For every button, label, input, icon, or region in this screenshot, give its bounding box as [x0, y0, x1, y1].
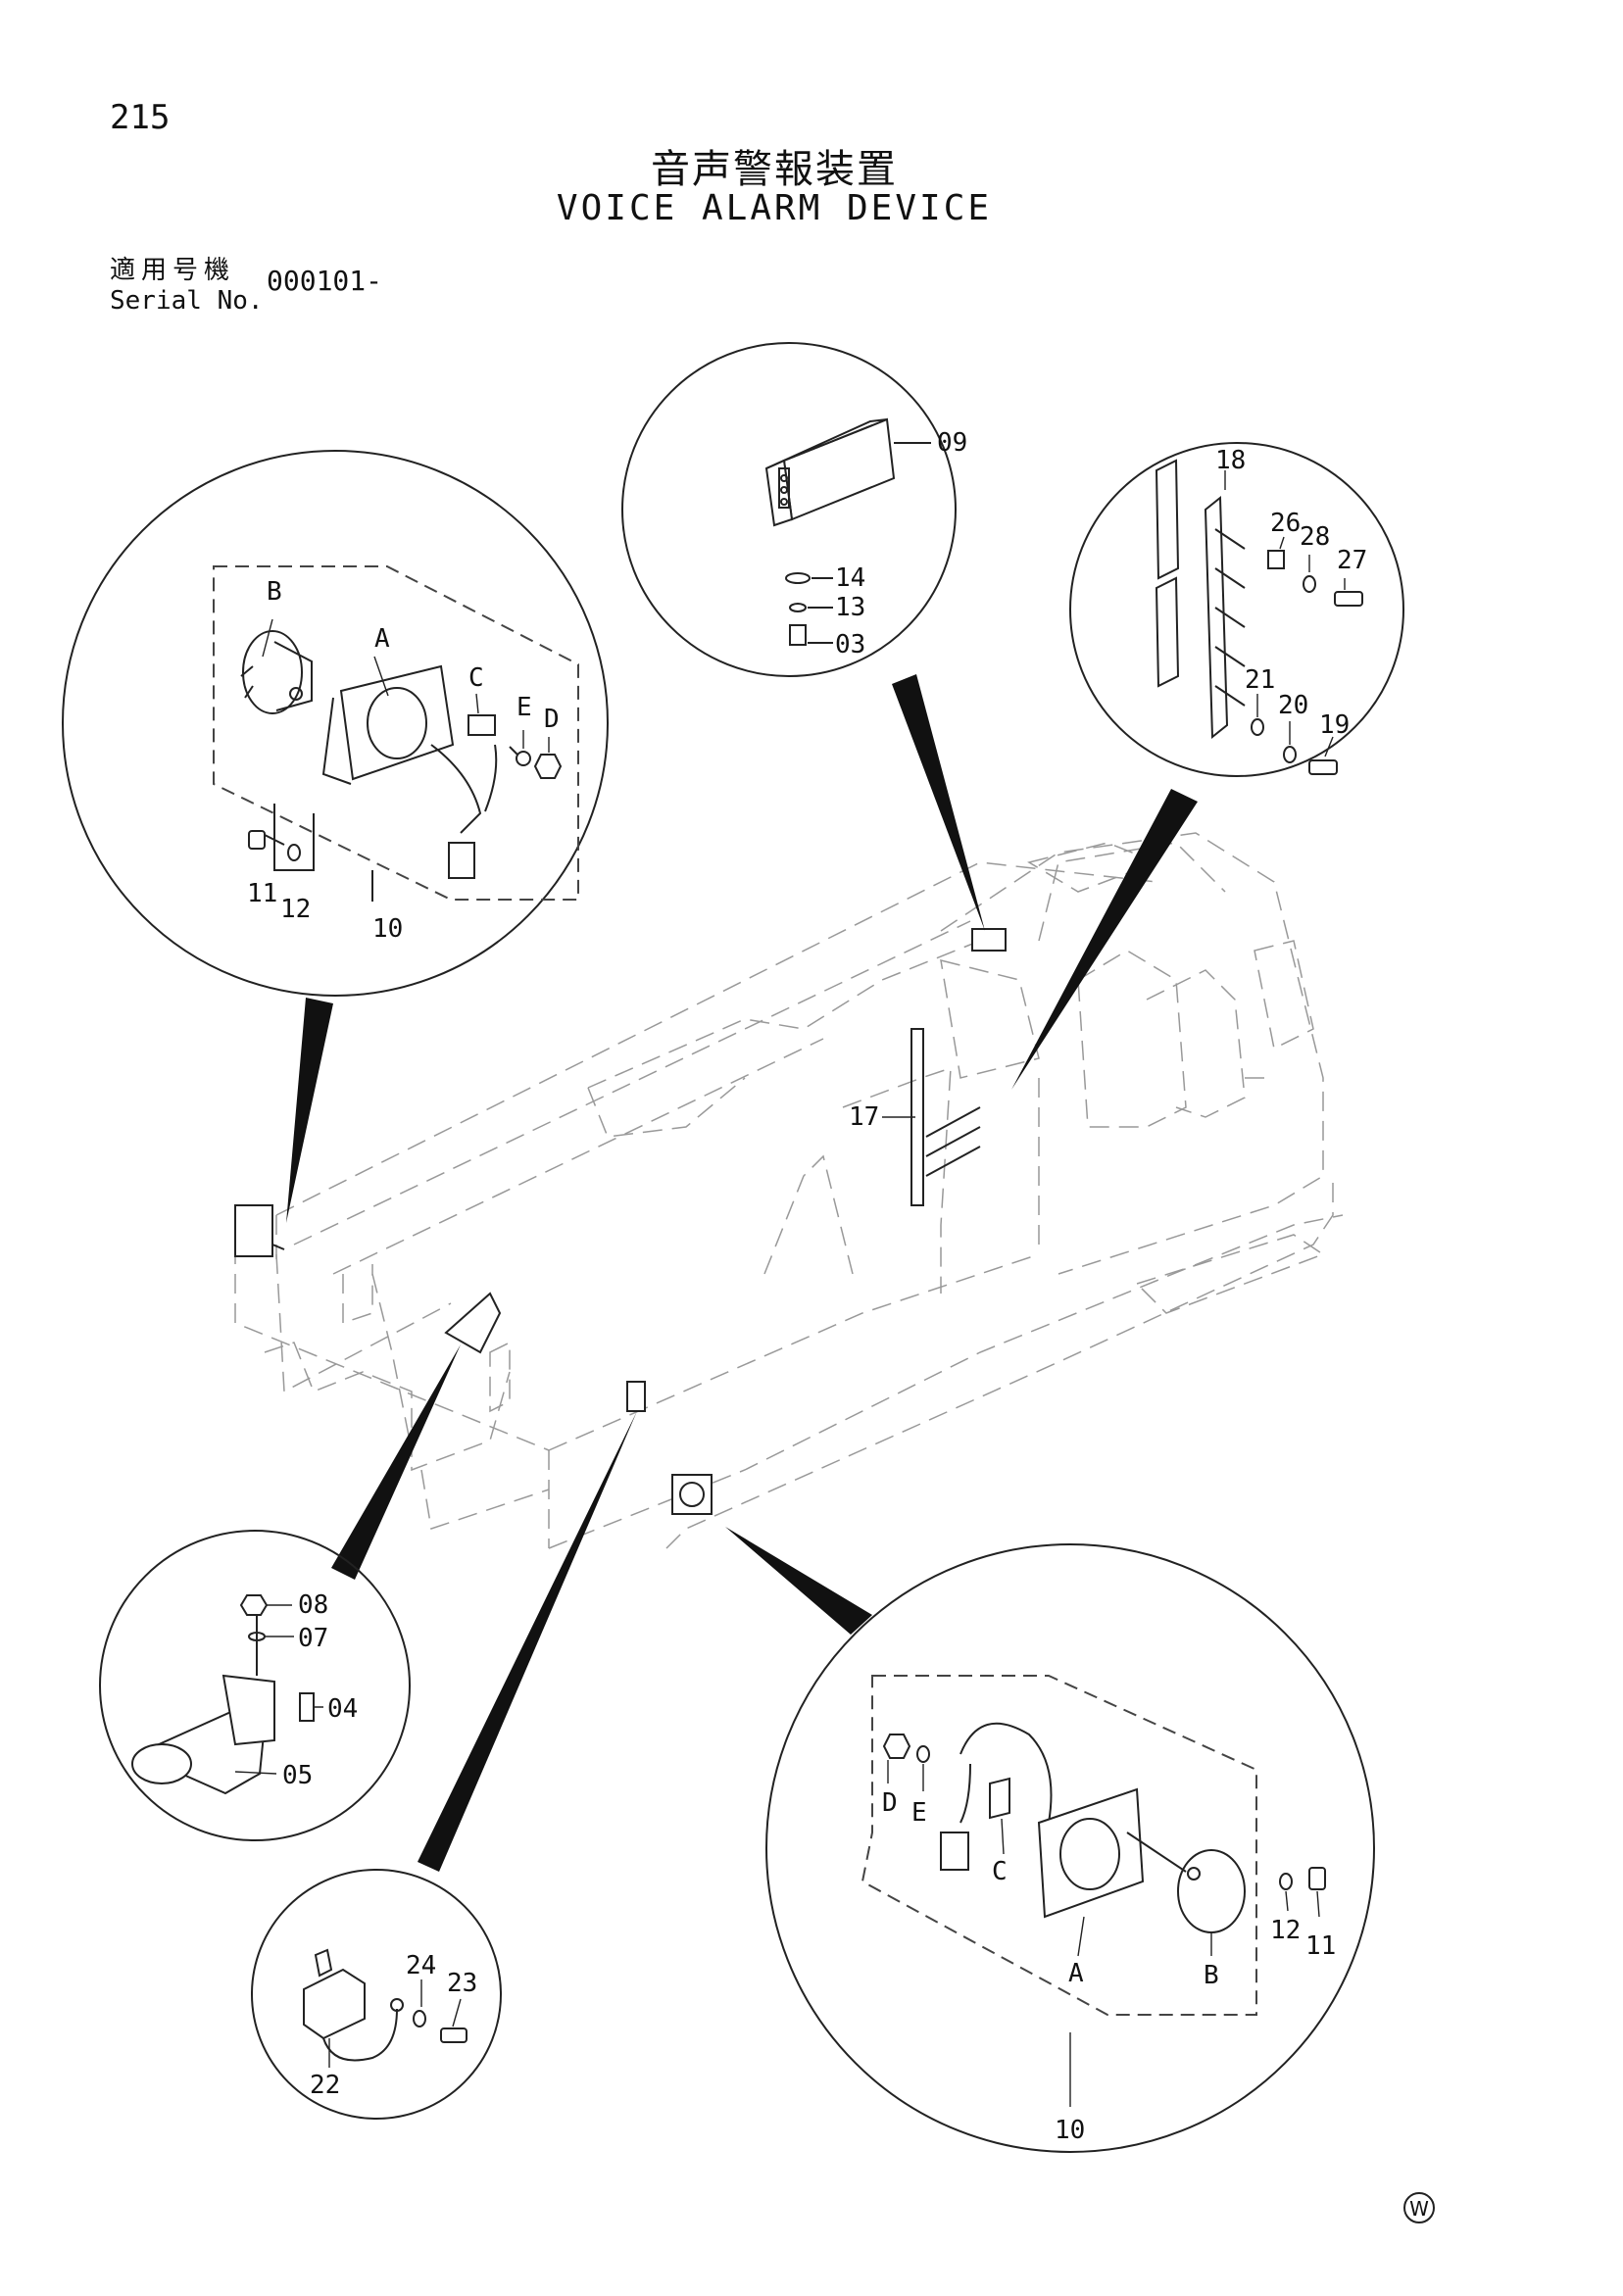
callout-bottom-10: 10 — [1055, 2116, 1085, 2145]
callout-E: E — [516, 693, 532, 722]
callout-12: 12 — [280, 895, 311, 924]
leader-left-circle — [286, 998, 333, 1223]
callout-23: 23 — [447, 1969, 477, 1998]
callout-08: 08 — [298, 1590, 328, 1620]
callout-05: 05 — [282, 1761, 313, 1790]
detail-circle-top-controller: 09 14 13 03 — [621, 342, 967, 677]
speaker-on-machine-right — [671, 1474, 713, 1515]
horn-on-machine — [444, 1292, 502, 1354]
watermark-letter: W — [1409, 2197, 1429, 2221]
callout-03: 03 — [835, 630, 865, 659]
detail-circle-bottom-right-speaker: D E C A B 12 11 10 — [765, 1543, 1375, 2153]
callout-09: 09 — [937, 428, 967, 458]
callout-bottom-11: 11 — [1305, 1931, 1336, 1961]
watermark-icon: W — [1403, 2192, 1435, 2223]
callout-bottom-D: D — [882, 1788, 898, 1818]
leader-bottom-right-circle — [725, 1527, 872, 1635]
serial-label: Serial No. — [110, 286, 264, 316]
callout-04: 04 — [327, 1694, 358, 1724]
callout-10: 10 — [372, 914, 403, 944]
callout-bottom-E: E — [911, 1798, 927, 1828]
callout-21: 21 — [1245, 665, 1275, 695]
callout-28: 28 — [1300, 522, 1330, 552]
relay-on-machine — [626, 1381, 646, 1412]
page-title-japanese: 音声警報装置 — [651, 147, 898, 192]
callout-11: 11 — [247, 879, 277, 908]
callout-14: 14 — [835, 563, 865, 593]
callout-22: 22 — [310, 2071, 340, 2100]
serial-value: 000101- — [267, 265, 383, 297]
serial-label-japanese: 適用号機 — [110, 256, 236, 285]
callout-17: 17 — [849, 1102, 879, 1132]
leader-right-circle — [1011, 789, 1198, 1090]
callout-C: C — [468, 663, 484, 693]
leader-relay-circle — [418, 1411, 637, 1872]
callout-24: 24 — [406, 1951, 436, 1980]
callout-13: 13 — [835, 593, 865, 622]
leader-top-circle — [892, 674, 985, 931]
callout-bottom-C: C — [992, 1857, 1008, 1886]
callout-20: 20 — [1278, 691, 1308, 720]
callout-27: 27 — [1337, 546, 1367, 575]
callout-07: 07 — [298, 1624, 328, 1653]
detail-circle-horn: 08 07 04 05 — [99, 1530, 411, 1841]
controller-on-machine — [971, 928, 1007, 952]
leader-horn-circle — [331, 1344, 461, 1580]
callout-bottom-B: B — [1204, 1961, 1219, 1990]
callout-A: A — [374, 624, 390, 654]
callout-26: 26 — [1270, 509, 1301, 538]
callout-18: 18 — [1215, 446, 1246, 475]
detail-circle-relay: 24 23 22 — [251, 1869, 502, 2120]
page-title: VOICE ALARM DEVICE — [556, 188, 993, 228]
callout-19: 19 — [1319, 710, 1350, 740]
callout-B: B — [267, 577, 282, 607]
callout-bottom-12: 12 — [1270, 1916, 1301, 1945]
speaker-on-machine-left — [234, 1204, 273, 1257]
leader-wedges — [286, 674, 1198, 1872]
callout-D: D — [544, 705, 560, 734]
page-number: 215 — [110, 98, 171, 137]
callout-bottom-A: A — [1068, 1959, 1084, 1988]
detail-circle-right-bracket: 18 26 28 27 21 20 19 — [1069, 442, 1404, 777]
detail-circle-left-speaker: B A C E D 11 12 10 — [62, 450, 609, 997]
